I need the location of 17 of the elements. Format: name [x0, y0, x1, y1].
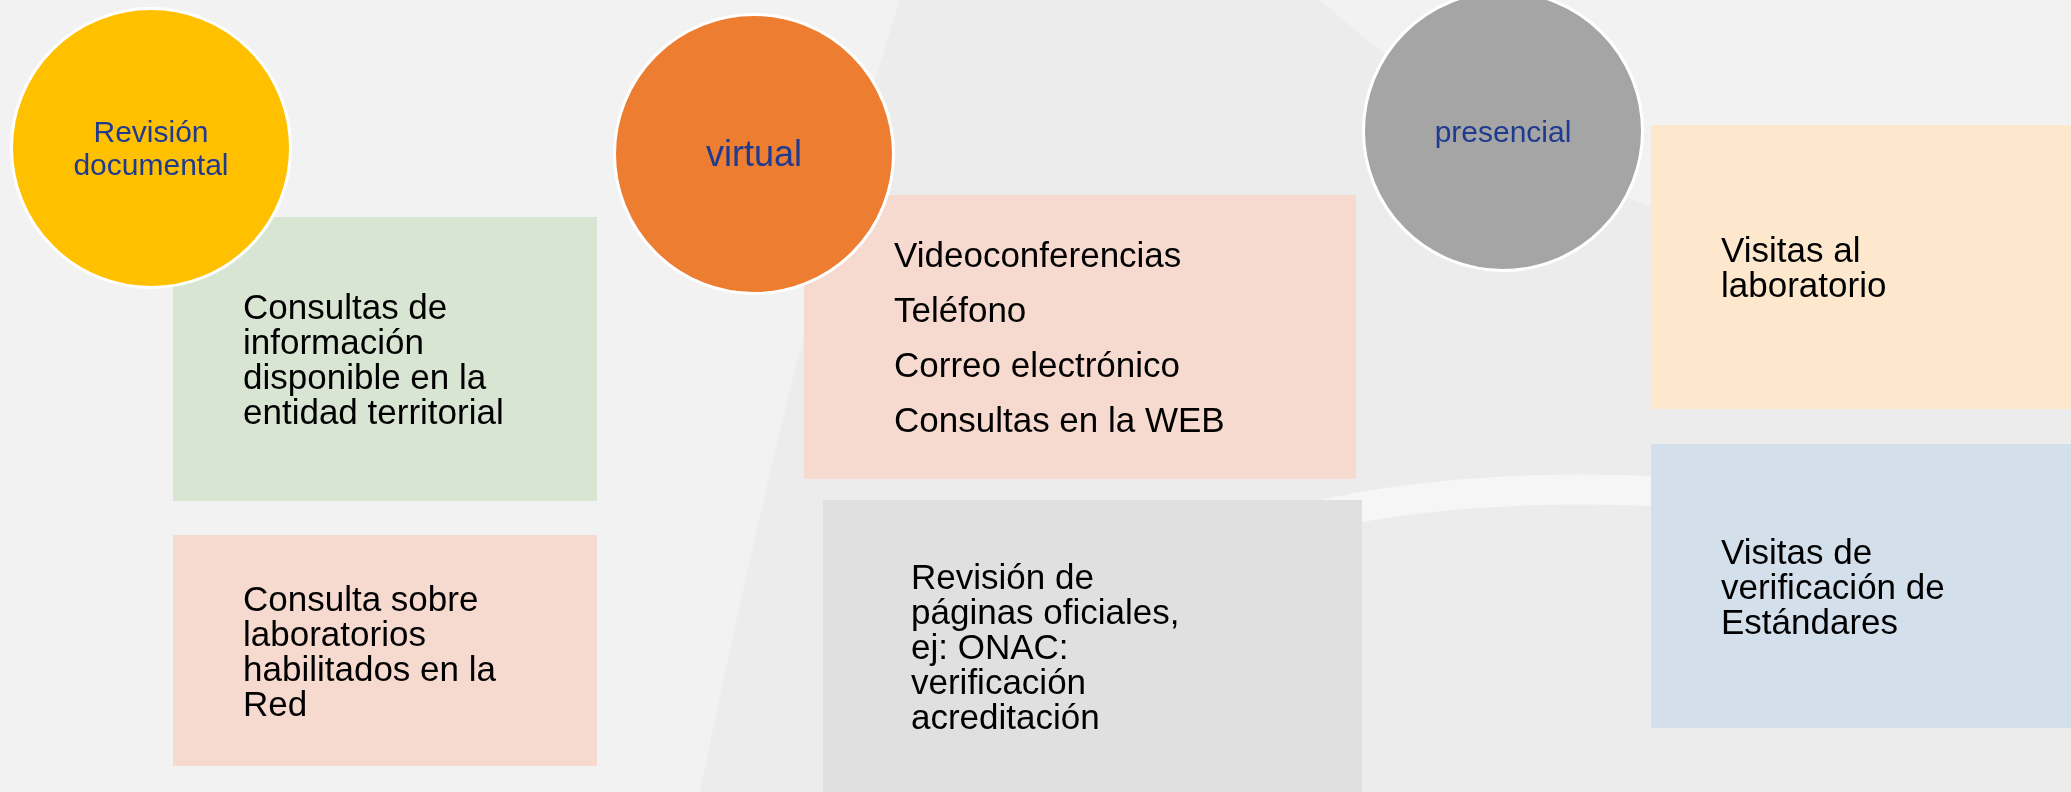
circle-label: Revisión documental — [72, 115, 230, 181]
item-box — [1651, 125, 2071, 409]
box-text: Consultas en la WEB — [894, 402, 1226, 437]
item-box — [173, 535, 597, 766]
item-box — [173, 217, 597, 501]
box-text: Teléfono — [894, 292, 1028, 327]
circle-label: presencial — [1434, 114, 1572, 148]
box-text: Consulta sobre laboratorios habilitados en la Red — [243, 580, 497, 721]
box-text: Visitas de verificación de Estándares — [1721, 533, 1946, 639]
circle-label: virtual — [706, 134, 802, 174]
box-text: Correo electrónico — [894, 347, 1181, 382]
item-box — [804, 195, 1356, 479]
item-box — [1651, 444, 2071, 728]
box-text: Visitas al laboratorio — [1721, 232, 1888, 302]
box-text: Revisión de páginas oficiales, ej: ONAC: verificación acreditación — [911, 558, 1181, 734]
box-text: Videoconferencias — [894, 237, 1183, 272]
box-text: Consultas de información disponible en la entidad territorial — [243, 289, 505, 429]
